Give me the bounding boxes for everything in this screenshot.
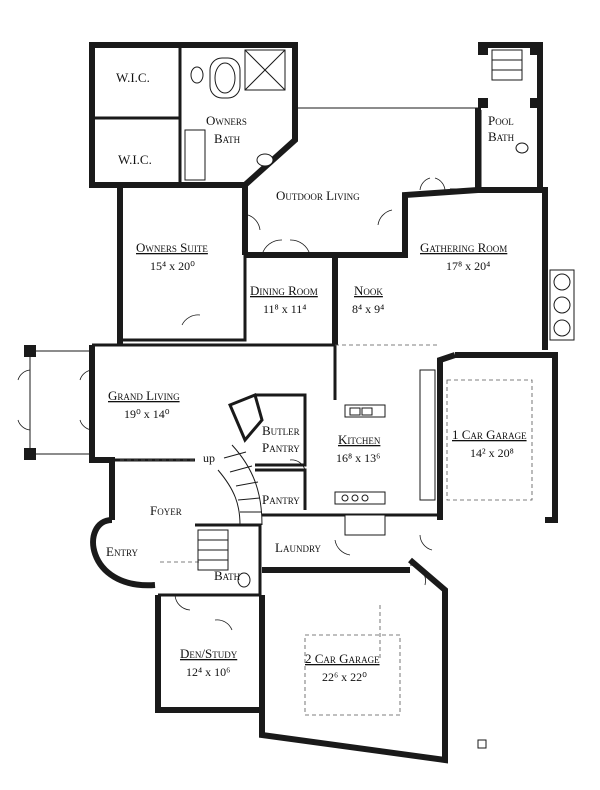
label-two-car-garage: 2 Car Garage <box>305 651 380 666</box>
label-dining-room: Dining Room <box>250 283 318 298</box>
label-owners-bath-1: Owners <box>206 113 247 128</box>
label-den-study: Den/Study <box>180 646 238 661</box>
dim-kitchen: 16⁸ x 13⁶ <box>336 451 380 465</box>
label-nook: Nook <box>354 283 383 298</box>
label-foyer: Foyer <box>150 503 182 518</box>
label-pantry: Pantry <box>262 492 300 507</box>
interior-walls <box>92 45 540 597</box>
dim-den-study: 12⁴ x 10⁶ <box>186 665 230 679</box>
room-labels: W.I.C. W.I.C. Owners Bath Outdoor Living… <box>106 70 527 684</box>
exterior-walls <box>24 42 558 764</box>
label-bath: Bath <box>214 568 241 583</box>
doors <box>17 177 446 631</box>
dim-nook: 8⁴ x 9⁴ <box>352 302 384 316</box>
label-outdoor-living: Outdoor Living <box>276 188 360 203</box>
label-pool-bath-1: Pool <box>488 113 514 128</box>
dashed-outlines <box>120 344 533 716</box>
label-grand-living: Grand Living <box>108 388 180 403</box>
label-laundry: Laundry <box>275 540 321 555</box>
label-up: up <box>203 451 215 465</box>
dim-owners-suite: 15⁴ x 20⁰ <box>150 259 195 273</box>
label-one-car-garage: 1 Car Garage <box>452 427 527 442</box>
label-owners-bath-2: Bath <box>214 131 241 146</box>
label-owners-suite: Owners Suite <box>136 240 208 255</box>
label-entry: Entry <box>106 544 138 559</box>
label-wic-bottom: W.I.C. <box>118 152 152 167</box>
label-pool-bath-2: Bath <box>488 129 515 144</box>
label-kitchen: Kitchen <box>338 432 381 447</box>
fixtures <box>184 49 575 588</box>
dim-dining-room: 11⁸ x 11⁴ <box>263 302 306 316</box>
dim-grand-living: 19⁰ x 14⁰ <box>124 407 170 421</box>
dim-one-car-garage: 14² x 20⁸ <box>470 446 514 460</box>
label-butler-pantry-1: Butler <box>262 423 300 438</box>
label-gathering-room: Gathering Room <box>420 240 507 255</box>
label-wic-top: W.I.C. <box>116 70 150 85</box>
label-butler-pantry-2: Pantry <box>262 440 300 455</box>
dim-gathering-room: 17⁸ x 20⁴ <box>446 259 490 273</box>
staircase <box>197 392 264 571</box>
dim-two-car-garage: 22⁶ x 22⁰ <box>322 670 367 684</box>
